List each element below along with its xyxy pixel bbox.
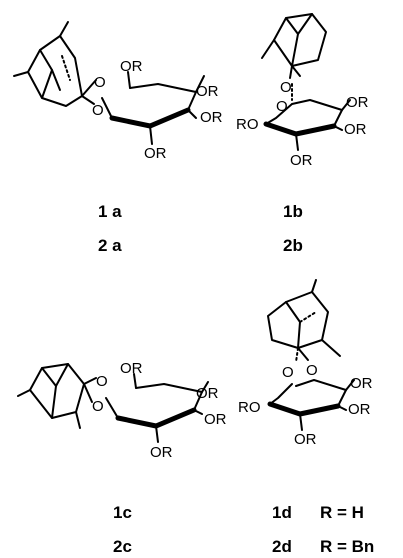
atom-o2: O [92,102,104,119]
atom-or-14: OR [294,431,317,448]
atom-or-9: OR [196,385,219,402]
atom-or-5: OR [346,94,369,111]
compound-label-2b: 2b [283,236,303,255]
atom-or-8: OR [120,360,143,377]
atom-ro-1: RO [236,116,259,133]
atom-or-3: OR [200,109,223,126]
compound-label-1d: 1d [272,503,292,522]
compound-label-1c: 1c [113,503,132,522]
legend-r-equals-h: R = H [320,503,364,522]
compound-label-2a: 2 a [98,236,122,255]
atom-ro-2: RO [238,399,261,416]
compound-label-1b: 1b [283,202,303,221]
atom-o5: O [96,373,108,390]
atom-o7: O [282,364,294,381]
atom-o1: O [94,74,106,91]
atom-o8: O [306,362,318,379]
atom-or-12: OR [350,375,373,392]
atom-or-6: OR [344,121,367,138]
structure-1d-2d [267,279,355,431]
atom-or-11: OR [150,444,173,461]
compound-label-1a: 1 a [98,202,122,221]
compound-label-2d: 2d [272,537,292,556]
structure-1a-2a [13,21,205,145]
compound-label-2c: 2c [113,537,132,556]
atom-or-2: OR [196,83,219,100]
structure-1b-2b [261,13,351,151]
atom-or-4: OR [144,145,167,162]
atom-or-13: OR [348,401,371,418]
legend-r-equals-bn: R = Bn [320,537,374,556]
structure-1c-2c [17,363,209,443]
atom-or-10: OR [204,411,227,428]
atom-or-1: OR [120,58,143,75]
atom-o3: O [280,79,292,96]
atom-or-7: OR [290,152,313,169]
atom-o6: O [92,398,104,415]
atom-o4: O [276,98,288,115]
